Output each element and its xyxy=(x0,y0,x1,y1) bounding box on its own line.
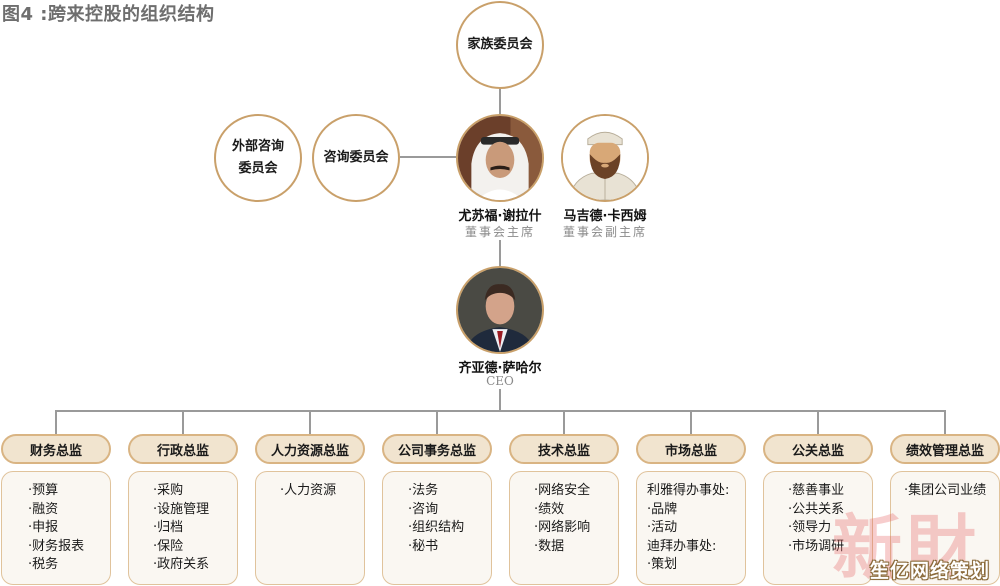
department-item: ·税务 xyxy=(28,557,59,572)
department-title-finance: 财务总监 xyxy=(1,434,111,464)
connector-ceo-bus xyxy=(499,389,501,411)
department-item: ·活动 xyxy=(647,520,678,535)
ceo-role: CEO xyxy=(486,374,514,388)
connector-drop-8 xyxy=(944,410,946,434)
family-committee-label: 家族委员会 xyxy=(467,37,533,52)
department-item: ·市场调研 xyxy=(788,538,845,554)
department-item: ·网络安全 xyxy=(534,483,591,498)
department-box-marketing: 利雅得办事处: ·品牌 ·活动 迪拜办事处: ·策划 xyxy=(636,471,746,585)
department-item: 利雅得办事处: xyxy=(647,483,730,498)
department-item: ·公共关系 xyxy=(788,501,845,517)
external-advisory-committee-node: 外部咨询 委员会 xyxy=(214,114,302,202)
department-box-administration: ·采购 ·设施管理 ·归档 ·保险 ·政府关系 xyxy=(128,471,238,585)
figure-title: 图4 :跨来控股的组织结构 xyxy=(2,4,215,25)
chairman-role: 董事会主席 xyxy=(464,225,535,239)
department-item: ·咨询 xyxy=(408,501,439,517)
vice-chairman-role: 董事会副主席 xyxy=(562,225,647,239)
department-item: ·集团公司业绩 xyxy=(904,483,987,498)
department-item: ·申报 xyxy=(28,520,59,535)
connector-drop-3 xyxy=(309,410,311,434)
department-item: 迪拜办事处: xyxy=(647,538,717,554)
department-item: ·网络影响 xyxy=(534,520,591,535)
department-item: ·秘书 xyxy=(408,538,439,554)
department-item: ·政府关系 xyxy=(153,557,210,572)
department-title-public-relations: 公关总监 xyxy=(763,434,873,464)
department-item: ·法务 xyxy=(408,483,439,498)
connector-drop-6 xyxy=(690,410,692,434)
external-advisory-committee-label: 外部咨询 委员会 xyxy=(231,139,284,176)
department-box-performance: ·集团公司业绩 xyxy=(890,471,1000,585)
department-item: ·品牌 xyxy=(647,501,678,517)
department-item: ·绩效 xyxy=(534,501,565,517)
department-title-hr: 人力资源总监 xyxy=(255,434,365,464)
department-item: ·保险 xyxy=(153,538,184,554)
department-item: ·预算 xyxy=(28,483,59,498)
vice-chairman-illustration-icon xyxy=(561,114,649,202)
department-item: ·数据 xyxy=(534,538,565,554)
chairman-name: 尤苏福·谢拉什 xyxy=(458,209,542,224)
connector-drop-1 xyxy=(55,410,57,434)
department-title-performance: 绩效管理总监 xyxy=(890,434,1000,464)
chairman-portrait-icon xyxy=(456,114,544,202)
connector-chairman-ceo xyxy=(499,240,501,266)
department-item: ·策划 xyxy=(647,557,678,572)
connector-drop-5 xyxy=(563,410,565,434)
department-box-public-relations: ·慈善事业 ·公共关系 ·领导力 ·市场调研 xyxy=(763,471,873,585)
connector-drop-7 xyxy=(817,410,819,434)
ceo-portrait-icon xyxy=(456,266,544,354)
department-item: ·设施管理 xyxy=(153,501,210,517)
department-item: ·融资 xyxy=(28,501,59,517)
department-box-finance: ·预算 ·融资 ·申报 ·财务报表 ·税务 xyxy=(1,471,111,585)
department-item: ·财务报表 xyxy=(28,538,85,554)
family-committee-node: 家族委员会 xyxy=(456,1,544,89)
department-box-hr: ·人力资源 xyxy=(255,471,365,585)
department-title-technology: 技术总监 xyxy=(509,434,619,464)
advisory-committee-label: 咨询委员会 xyxy=(323,150,389,165)
department-item: ·人力资源 xyxy=(280,483,337,498)
department-title-administration: 行政总监 xyxy=(128,434,238,464)
advisory-committee-node: 咨询委员会 xyxy=(312,114,400,202)
connector-advisory-chairman xyxy=(400,156,457,158)
department-box-corporate-affairs: ·法务 ·咨询 ·组织结构 ·秘书 xyxy=(382,471,492,585)
department-box-technology: ·网络安全 ·绩效 ·网络影响 ·数据 xyxy=(509,471,619,585)
department-title-corporate-affairs: 公司事务总监 xyxy=(382,434,492,464)
connector-family-chairman xyxy=(499,88,501,114)
department-item: ·慈善事业 xyxy=(788,483,845,498)
vice-chairman-name: 马吉德·卡西姆 xyxy=(563,209,647,224)
connector-drop-2 xyxy=(182,410,184,434)
connector-drop-4 xyxy=(436,410,438,434)
connector-bus xyxy=(55,410,946,412)
department-title-marketing: 市场总监 xyxy=(636,434,746,464)
department-item: ·组织结构 xyxy=(408,520,465,535)
department-item: ·归档 xyxy=(153,520,184,535)
department-item: ·采购 xyxy=(153,483,184,498)
department-item: ·领导力 xyxy=(788,520,832,535)
ceo-name: 齐亚德·萨哈尔 xyxy=(458,361,542,376)
